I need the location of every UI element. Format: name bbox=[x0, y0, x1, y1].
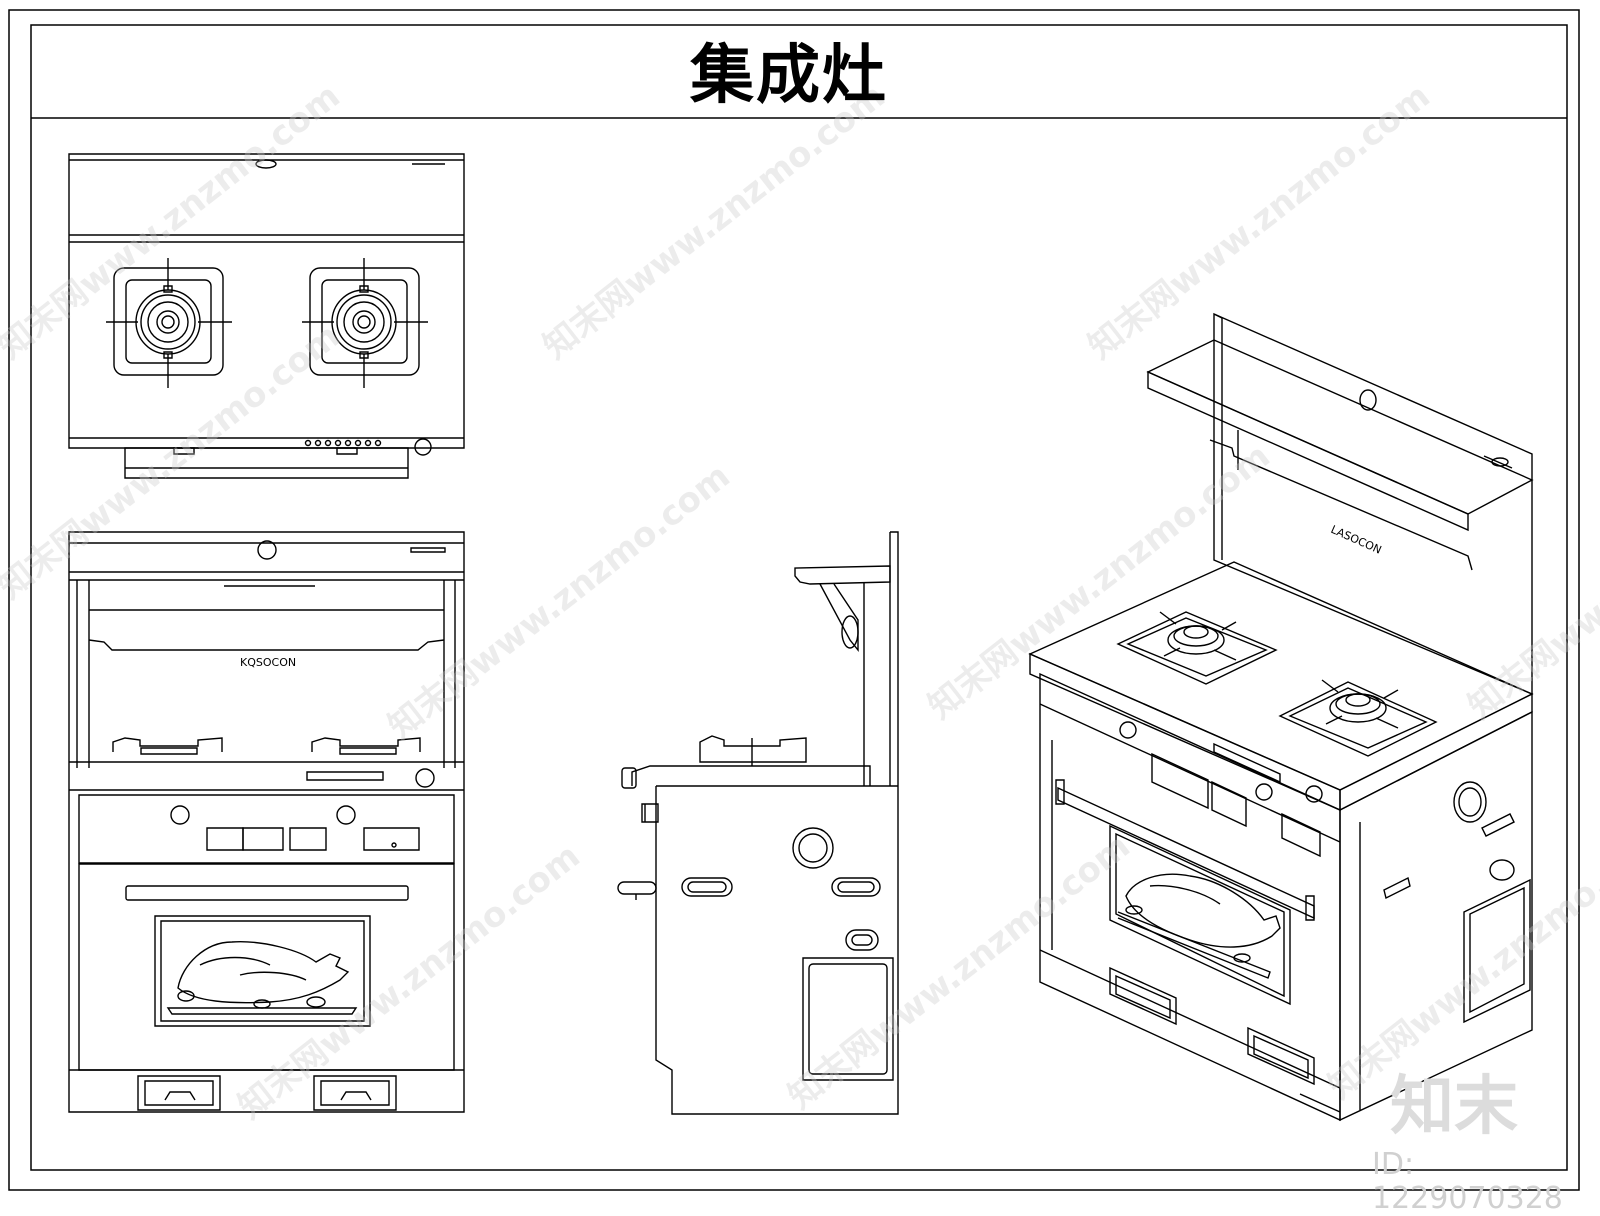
isometric-view: LASOCON bbox=[1030, 314, 1532, 1120]
iso-brand-label: LASOCON bbox=[1329, 523, 1384, 557]
watermark-logo: 知末 bbox=[1390, 1070, 1518, 1144]
iso-roast-chicken-icon bbox=[1118, 874, 1280, 978]
control-strip-top bbox=[306, 439, 432, 455]
front-burners bbox=[113, 738, 420, 754]
sheet-border bbox=[9, 10, 1579, 1190]
watermark-text: 知末网www.znzmo.com bbox=[781, 826, 1138, 1117]
watermark-text: 知末网www.znzmo.com bbox=[921, 436, 1278, 727]
iso-burner-left bbox=[1118, 612, 1276, 684]
iso-burner-right bbox=[1280, 680, 1436, 756]
watermark-text: 知末网www.znzmo.com bbox=[0, 316, 348, 607]
front-brand-label: KQSOCON bbox=[240, 656, 296, 669]
front-view: KQSOCON bbox=[69, 532, 464, 1112]
watermark-id: ID: 1229070328 bbox=[1372, 1147, 1563, 1216]
left-burner-top bbox=[106, 258, 232, 388]
watermark-text: 知末网www.znzmo.com bbox=[536, 76, 893, 367]
watermark-text: 知末网www.znzmo.com bbox=[1081, 76, 1438, 367]
watermark-text: 知末网www.znzmo.com bbox=[381, 456, 738, 747]
right-burner-top bbox=[302, 258, 428, 388]
drawing-title: 集成灶 bbox=[690, 39, 888, 113]
side-view bbox=[618, 532, 898, 1114]
top-view bbox=[69, 154, 464, 478]
roast-chicken-icon bbox=[168, 942, 356, 1014]
watermark-text: 知末网www.znzmo.com bbox=[231, 836, 588, 1127]
